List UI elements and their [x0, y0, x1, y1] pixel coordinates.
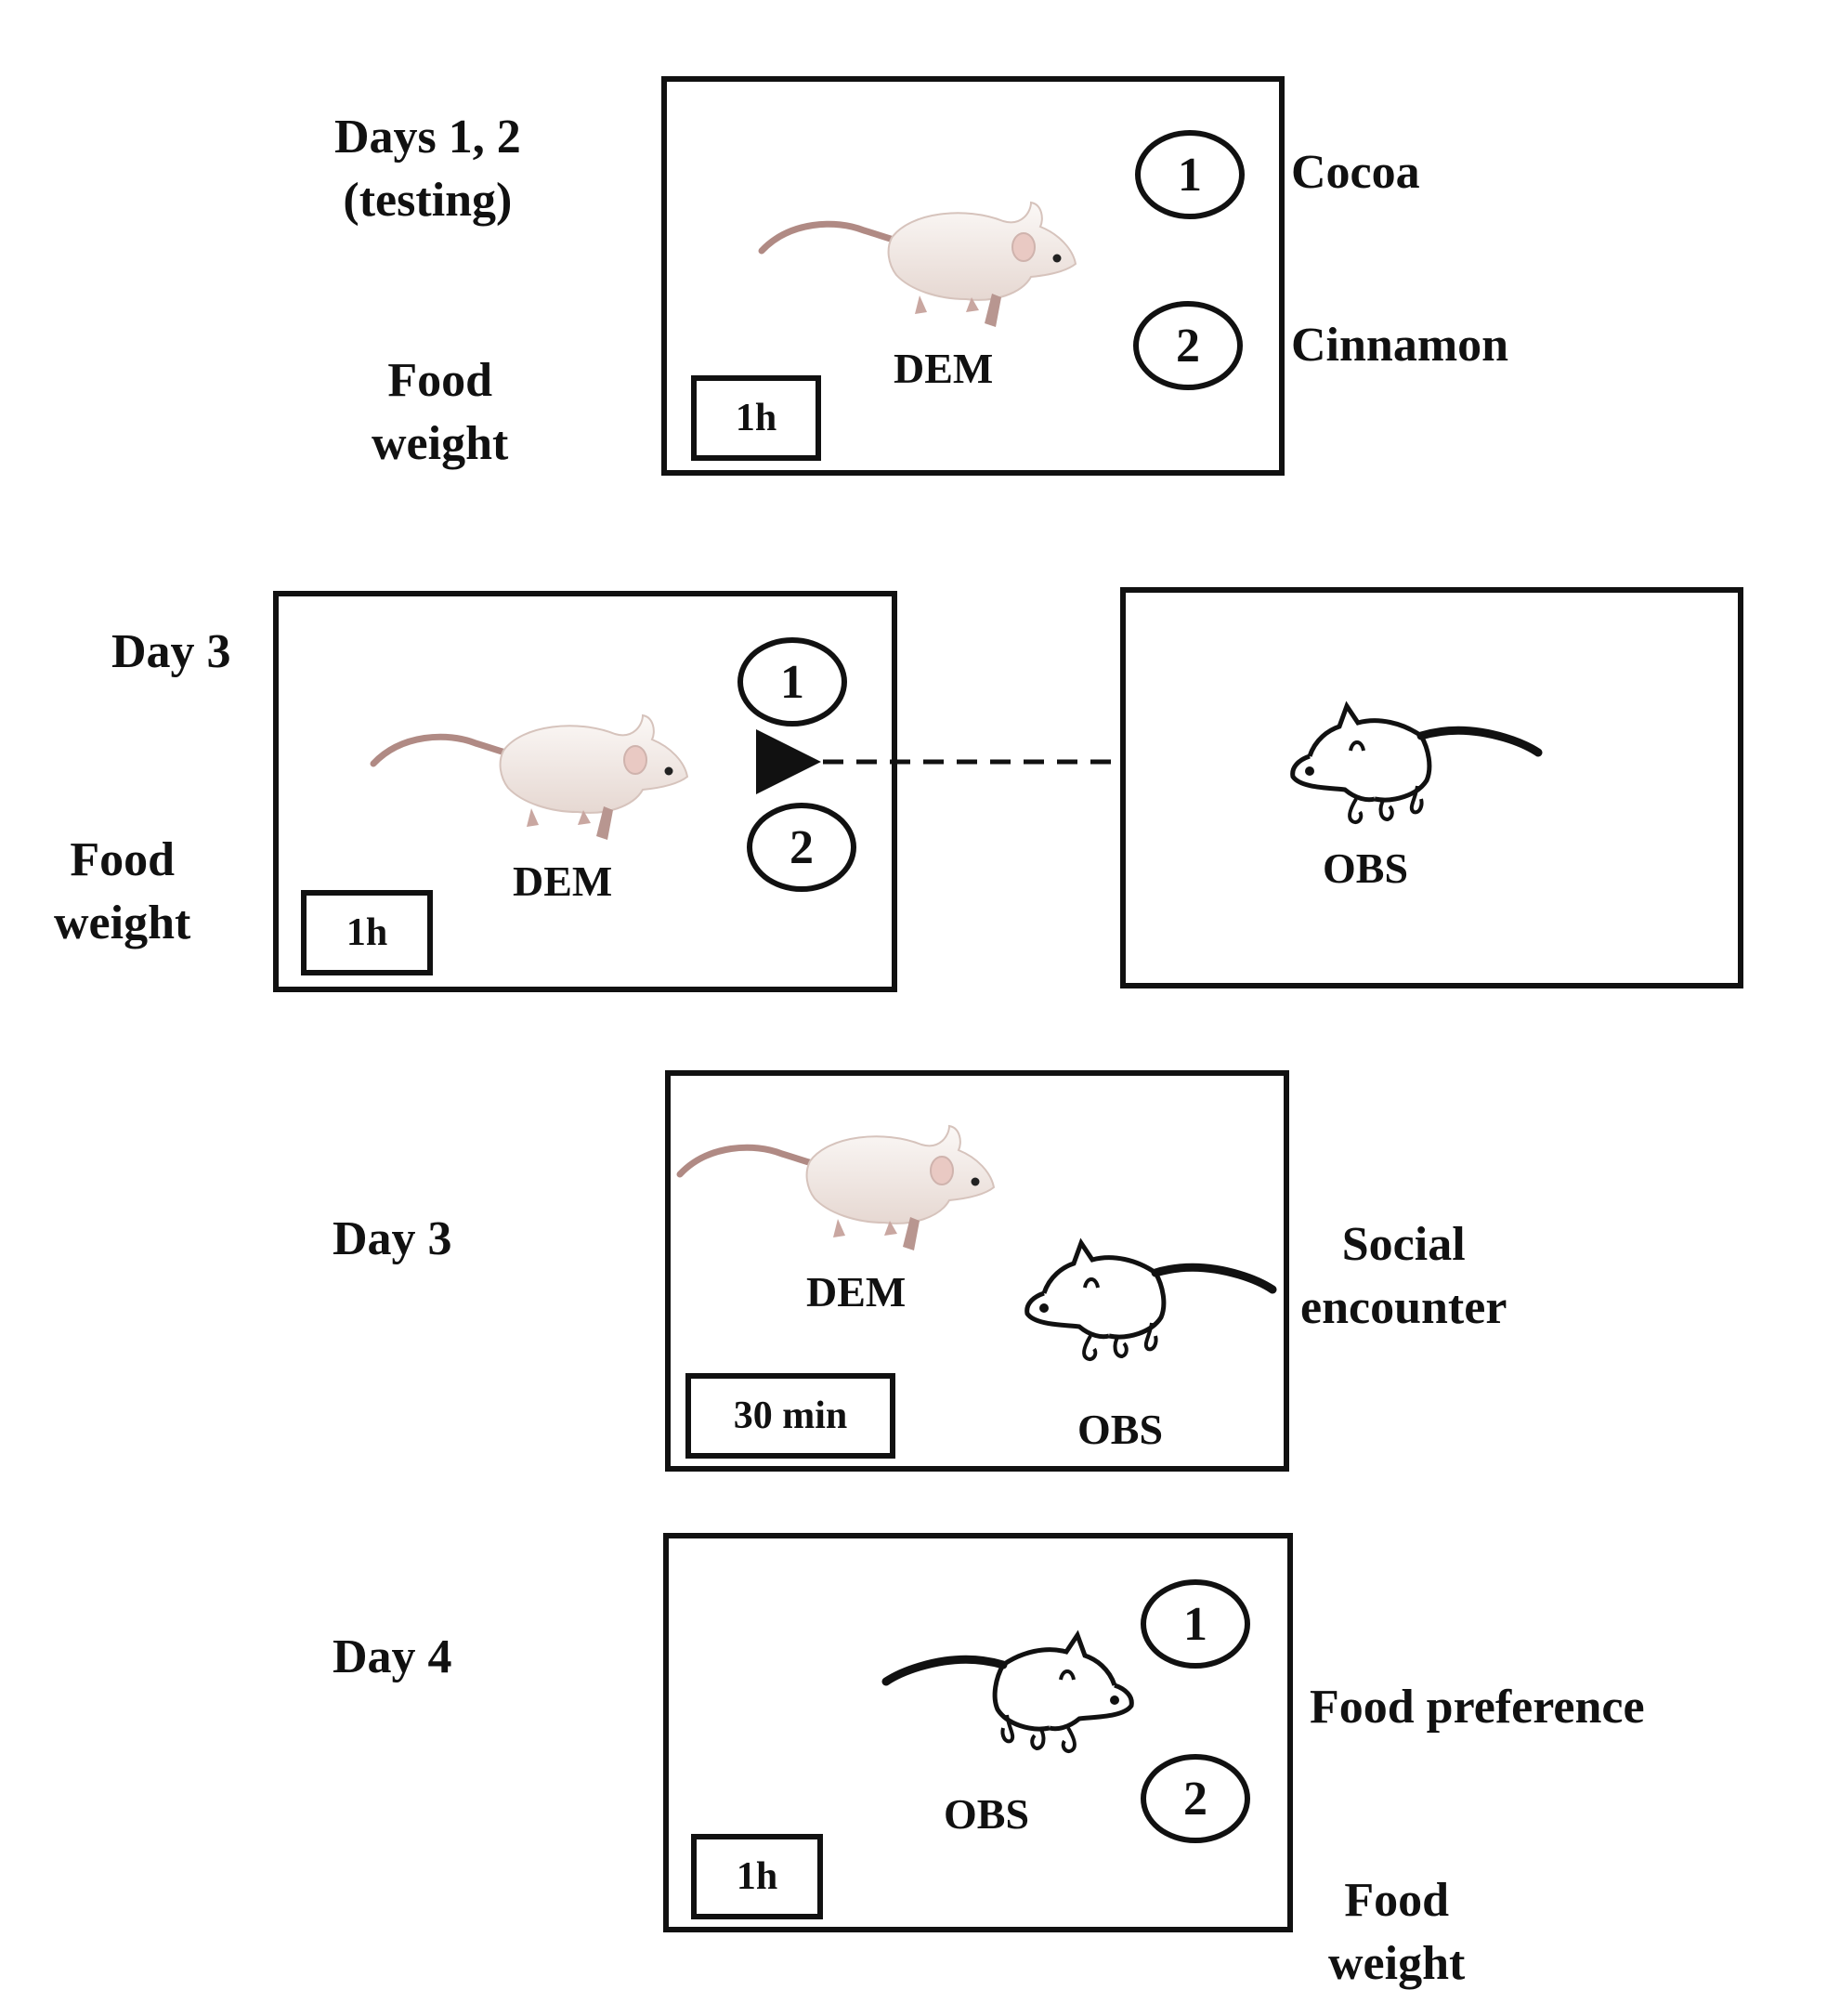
demonstrator-mouse-icon [671, 1117, 1005, 1284]
dem-label: DEM [513, 857, 613, 905]
panel-1-day-label: Days 1, 2 (testing) [334, 106, 521, 231]
panel-4-box: OBS 1 2 1h [663, 1533, 1293, 1932]
demonstrator-mouse-icon [364, 706, 698, 873]
food-weight-line-1: Food [70, 833, 175, 886]
panel-1-box: DEM 1 2 1h [661, 76, 1285, 476]
food-weight-line-1: Food [387, 354, 492, 407]
dem-label: DEM [894, 345, 994, 392]
food-weight-line-2: weight [372, 416, 509, 470]
timer-box: 1h [301, 890, 433, 975]
panel-3-day-label: Day 3 [333, 1212, 452, 1265]
panel-2-day-label: Day 3 [111, 625, 231, 678]
food-label-cinnamon: Cinnamon [1291, 319, 1509, 372]
observer-mouse-icon [836, 1631, 1170, 1799]
bowl-2: 2 [1133, 301, 1243, 390]
panel-3-box: DEM OBS 30 min [665, 1070, 1289, 1472]
social-line-2: encounter [1300, 1280, 1507, 1334]
social-encounter-label: Social encounter [1300, 1213, 1507, 1339]
food-weight-line-2: weight [1328, 1936, 1466, 1990]
day-label-line-2: (testing) [343, 173, 513, 227]
bowl-1: 1 [1141, 1579, 1250, 1669]
food-preference-label: Food preference [1310, 1681, 1645, 1734]
timer-box: 1h [691, 1834, 823, 1919]
food-label-cocoa: Cocoa [1291, 146, 1420, 199]
obs-label: OBS [1077, 1406, 1164, 1453]
observer-mouse-icon [988, 1239, 1323, 1407]
observer-mouse-icon [1254, 702, 1588, 870]
day-label-line-1: Days 1, 2 [334, 111, 521, 164]
panel-4-food-weight-label: Food weight [1328, 1869, 1465, 1995]
social-line-1: Social [1341, 1218, 1466, 1271]
bowl-2: 2 [1141, 1754, 1250, 1843]
food-weight-line-1: Food [1344, 1874, 1449, 1927]
obs-label: OBS [1323, 844, 1409, 892]
panel-2-dem-box: DEM 1 2 1h [273, 591, 897, 992]
timer-box: 30 min [685, 1373, 895, 1459]
panel-2-obs-box: OBS [1120, 587, 1743, 988]
food-weight-line-2: weight [54, 896, 191, 949]
bowl-1: 1 [1135, 130, 1245, 219]
panel-4-day-label: Day 4 [333, 1630, 452, 1683]
bowl-2: 2 [747, 803, 856, 892]
timer-box: 1h [691, 375, 821, 461]
dem-label: DEM [806, 1268, 907, 1316]
demonstrator-mouse-icon [752, 193, 1087, 360]
bowl-1: 1 [737, 637, 847, 727]
obs-label: OBS [944, 1790, 1030, 1838]
panel-1-food-weight-label: Food weight [372, 349, 508, 475]
panel-2-food-weight-label: Food weight [54, 829, 190, 954]
